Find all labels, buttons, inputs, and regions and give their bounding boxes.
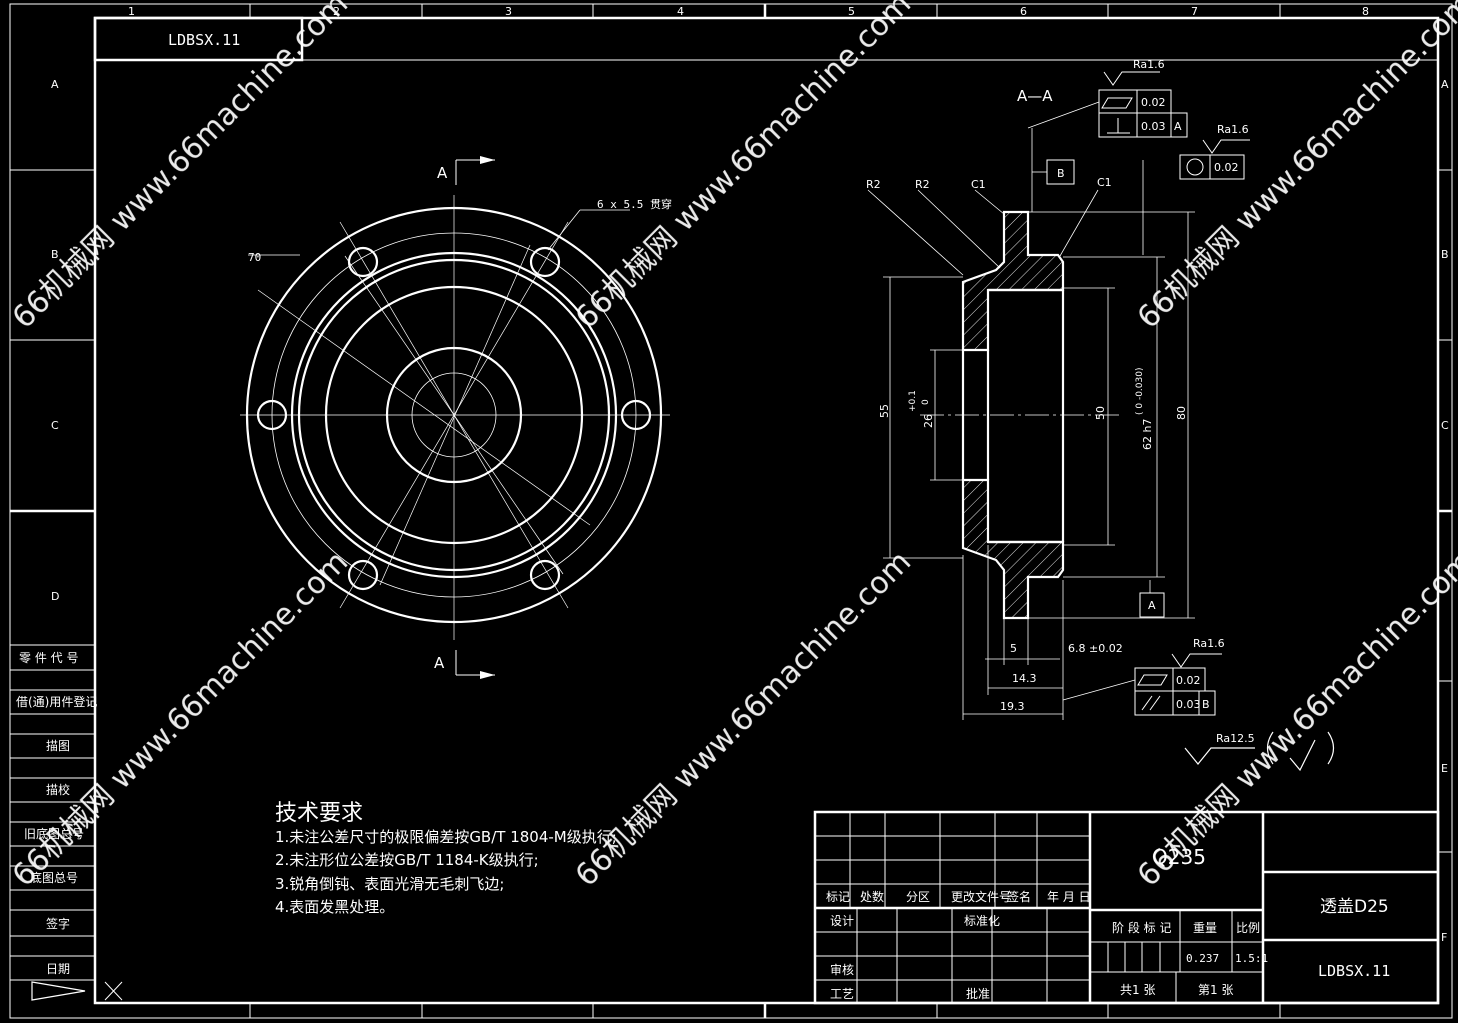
grid-col-3: 3 xyxy=(505,5,512,18)
dim-6-8: 6.8 ±0.02 xyxy=(1068,642,1123,655)
ra-general: Ra12.5 xyxy=(1216,732,1255,745)
tb-weight-label: 重量 xyxy=(1193,921,1217,935)
grid-col-6: 6 xyxy=(1020,5,1027,18)
tech-item-3: 3.锐角倒钝、表面光滑无毛刺飞边; xyxy=(275,875,504,893)
tb-part-name: 透盖D25 xyxy=(1320,897,1389,917)
tech-requirements: 技术要求 1.未注公差尺寸的极限偏差按GB/T 1804-M级执行; 2.未注形… xyxy=(275,801,617,916)
tech-item-1: 1.未注公差尺寸的极限偏差按GB/T 1804-M级执行; xyxy=(275,828,617,846)
tb-standardize: 标准化 xyxy=(964,914,1000,928)
grid-col-2: 2 xyxy=(333,5,340,18)
grid-col-7: 7 xyxy=(1191,5,1198,18)
tb-sheet-no: 第1 张 xyxy=(1198,983,1233,997)
tb-mark: 标记 xyxy=(826,890,850,904)
grid-row-c: C xyxy=(1441,419,1449,432)
grid-row-b: B xyxy=(1441,248,1449,261)
datum-b-label: B xyxy=(1057,167,1065,180)
ra-2: Ra1.6 xyxy=(1217,123,1249,136)
tb-sheets-total: 共1 张 xyxy=(1120,983,1155,997)
tech-heading: 技术要求 xyxy=(275,801,363,826)
dim-50: 50 xyxy=(1094,406,1107,420)
dim-5: 5 xyxy=(1010,642,1017,655)
strip-label-base: 底图总号 xyxy=(30,870,78,885)
tol-parallelism: 0.03 xyxy=(1176,698,1201,711)
grid-row-f: F xyxy=(1441,931,1447,944)
ra-3: Ra1.6 xyxy=(1193,637,1225,650)
front-view xyxy=(240,156,670,679)
dim-14-3: 14.3 xyxy=(1012,672,1037,685)
tol-flatness-1: 0.02 xyxy=(1141,96,1166,109)
title-block xyxy=(813,810,1440,1005)
dim-62: 62 h7 xyxy=(1141,419,1154,450)
grid-col-4: 4 xyxy=(677,5,684,18)
drawing-code-top: LDBSX.11 xyxy=(168,31,240,49)
strip-label-trace: 描图 xyxy=(46,739,70,753)
dim-19-3: 19.3 xyxy=(1000,700,1025,713)
grid-col-1: 1 xyxy=(128,5,135,18)
dim-26: 26 xyxy=(922,414,935,428)
tol-parallelism-ref: B xyxy=(1202,698,1210,711)
dim-26-lower: 0 xyxy=(921,399,931,405)
grid-col-5: 5 xyxy=(848,5,855,18)
tb-date: 年 月 日 xyxy=(1047,890,1091,904)
tb-design: 设计 xyxy=(830,914,854,928)
tb-approve: 批准 xyxy=(966,986,990,1001)
section-mark-top: A xyxy=(437,164,448,182)
strip-label-borrow: 借(通)用件登记 xyxy=(16,694,97,709)
dim-80: 80 xyxy=(1175,406,1188,420)
dim-55: 55 xyxy=(878,404,891,418)
holes-label: 6 x 5.5 贯穿 xyxy=(597,197,672,211)
strip-label-trace-check: 描校 xyxy=(46,782,70,797)
dim-26-upper: +0.1 xyxy=(908,390,918,412)
section-title: A—A xyxy=(1017,87,1053,105)
strip-label-sign: 签字 xyxy=(46,916,70,931)
grid-row-c-left: C xyxy=(51,419,59,432)
strip-label-part-code: 零 件 代 号 xyxy=(19,651,78,665)
label-r2-inner: R2 xyxy=(915,178,930,191)
grid-row-a: A xyxy=(1441,78,1449,91)
tb-drawing-code: LDBSX.11 xyxy=(1318,962,1390,980)
tb-stage-mark: 阶 段 标 记 xyxy=(1112,920,1171,935)
diameter-70-label: 70 xyxy=(248,251,261,264)
ra-1: Ra1.6 xyxy=(1133,58,1165,71)
grid-row-b-left: B xyxy=(51,248,59,261)
dim-62-tol: ( 0 -0.030) xyxy=(1135,368,1145,415)
tb-signature: 签名 xyxy=(1007,889,1031,904)
tb-change-doc: 更改文件号 xyxy=(951,889,1011,904)
tb-process: 工艺 xyxy=(830,987,854,1001)
label-c1-left: C1 xyxy=(971,178,986,191)
tech-item-4: 4.表面发黑处理。 xyxy=(275,898,394,916)
tb-zone: 分区 xyxy=(906,890,930,904)
grid-row-d-left: D xyxy=(51,590,59,603)
tb-count: 处数 xyxy=(860,889,884,904)
datum-a-label: A xyxy=(1148,599,1156,612)
label-r2-outer: R2 xyxy=(866,178,881,191)
tb-material: Q235 xyxy=(1152,845,1206,869)
grid-col-8: 8 xyxy=(1362,5,1369,18)
grid-row-a-left: A xyxy=(51,78,59,91)
tb-scale-value: 1.5:1 xyxy=(1235,952,1268,965)
tol-perpendicularity-1: 0.03 xyxy=(1141,120,1166,133)
tol-flatness-2: 0.02 xyxy=(1176,674,1201,687)
strip-label-date: 日期 xyxy=(46,962,70,976)
bolt-hole xyxy=(529,246,561,278)
section-view xyxy=(867,71,1335,772)
tol-circularity: 0.02 xyxy=(1214,161,1239,174)
tech-item-2: 2.未注形位公差按GB/T 1184-K级执行; xyxy=(275,851,539,869)
tb-review: 审核 xyxy=(830,962,854,977)
section-mark-bottom: A xyxy=(434,654,445,672)
bolt-hole xyxy=(347,559,379,591)
grid-row-e: E xyxy=(1441,762,1448,775)
bolt-hole xyxy=(529,559,561,591)
tb-scale-label: 比例 xyxy=(1236,921,1260,935)
label-c1-right: C1 xyxy=(1097,176,1112,189)
strip-label-old-base: 旧底图总号 xyxy=(24,826,84,841)
tol-perpendicularity-ref: A xyxy=(1174,120,1182,133)
tb-weight-value: 0.237 xyxy=(1186,952,1219,965)
